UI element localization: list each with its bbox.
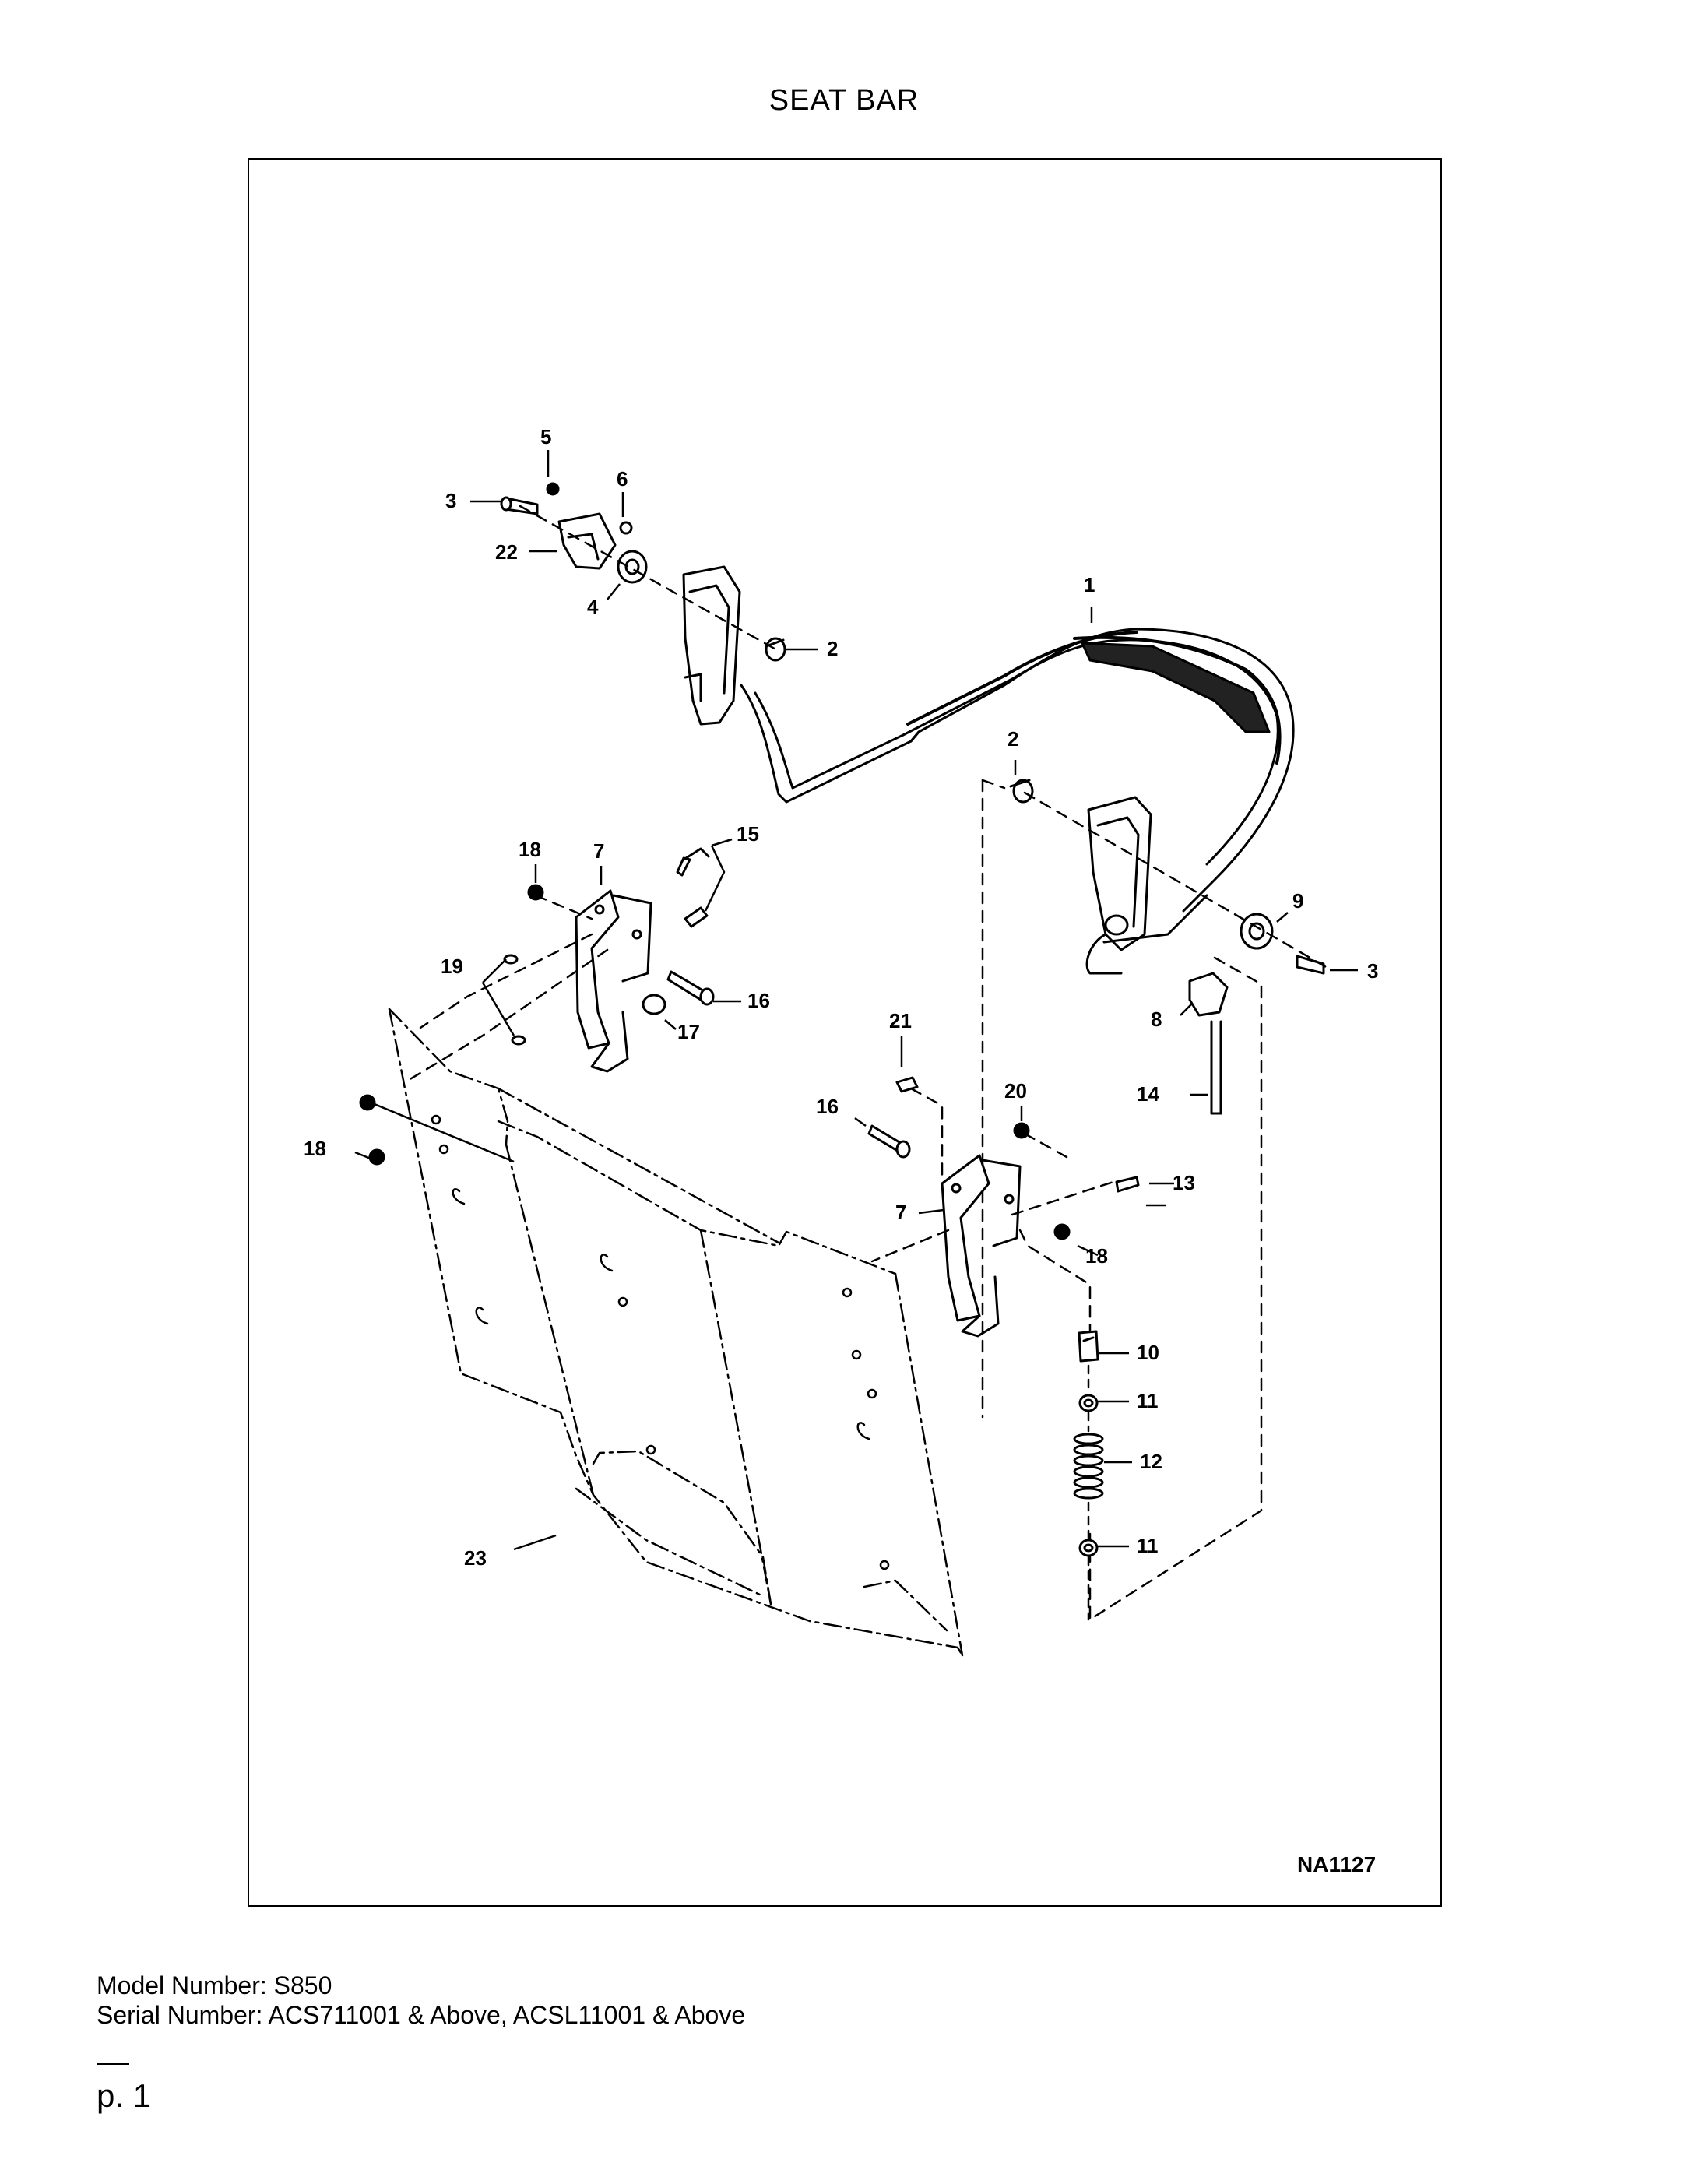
callout-4: 4 <box>587 595 599 618</box>
right-bracket <box>867 1076 1140 1341</box>
callout-19: 19 <box>441 955 463 978</box>
callout-18-left: 18 <box>304 1137 326 1160</box>
seat-bar-part <box>682 565 1295 975</box>
callout-2-upper: 2 <box>827 637 838 660</box>
right-pivot-hardware <box>981 779 1333 1621</box>
callout-17: 17 <box>677 1020 700 1043</box>
callout-6: 6 <box>617 467 628 491</box>
model-number: Model Number: S850 <box>97 1971 332 1999</box>
callout-16-upper: 16 <box>747 989 770 1012</box>
left-bracket <box>403 847 715 1084</box>
callout-9: 9 <box>1292 889 1303 913</box>
diagram-frame <box>248 158 1442 1907</box>
callout-1: 1 <box>1084 573 1095 596</box>
callout-22: 22 <box>495 540 518 564</box>
callout-18-right: 18 <box>1085 1244 1108 1268</box>
callout-2-right: 2 <box>1008 727 1018 751</box>
callout-7-upper: 7 <box>593 839 604 863</box>
callout-11-upper: 11 <box>1137 1389 1159 1412</box>
callout-18-upper: 18 <box>519 838 541 861</box>
callout-3-right: 3 <box>1367 959 1378 983</box>
callout-20: 20 <box>1004 1079 1027 1103</box>
callout-10: 10 <box>1137 1341 1159 1364</box>
page-number: p. 1 <box>97 2077 152 2114</box>
page-title: SEAT BAR <box>768 84 920 117</box>
callout-21: 21 <box>889 1009 912 1032</box>
page-number-rule <box>97 2063 129 2065</box>
serial-number: Serial Number: ACS711001 & Above, ACSL11… <box>97 2001 746 2029</box>
callout-14: 14 <box>1137 1082 1159 1106</box>
callout-23: 23 <box>464 1546 487 1570</box>
callout-5: 5 <box>540 425 551 448</box>
leader-lines <box>354 450 1358 1551</box>
panel-holes <box>431 1114 890 1570</box>
callout-8: 8 <box>1151 1008 1162 1031</box>
callout-15: 15 <box>737 822 759 846</box>
callout-labels: 1 2 2 3 3 4 5 6 7 7 8 9 10 11 11 12 13 1… <box>304 425 1378 1876</box>
callout-3-upper: 3 <box>445 489 456 512</box>
figure-id: NA1127 <box>1297 1852 1376 1876</box>
spring-assembly <box>1073 1330 1104 1621</box>
callout-12: 12 <box>1140 1450 1162 1473</box>
callout-7-lower: 7 <box>895 1201 906 1224</box>
panel-nuts <box>359 1094 385 1166</box>
callout-16-lower: 16 <box>816 1095 839 1118</box>
upper-left-hardware <box>500 482 786 662</box>
callout-13: 13 <box>1173 1171 1195 1194</box>
panel-part <box>388 1008 964 1657</box>
callout-11-lower: 11 <box>1137 1534 1159 1557</box>
